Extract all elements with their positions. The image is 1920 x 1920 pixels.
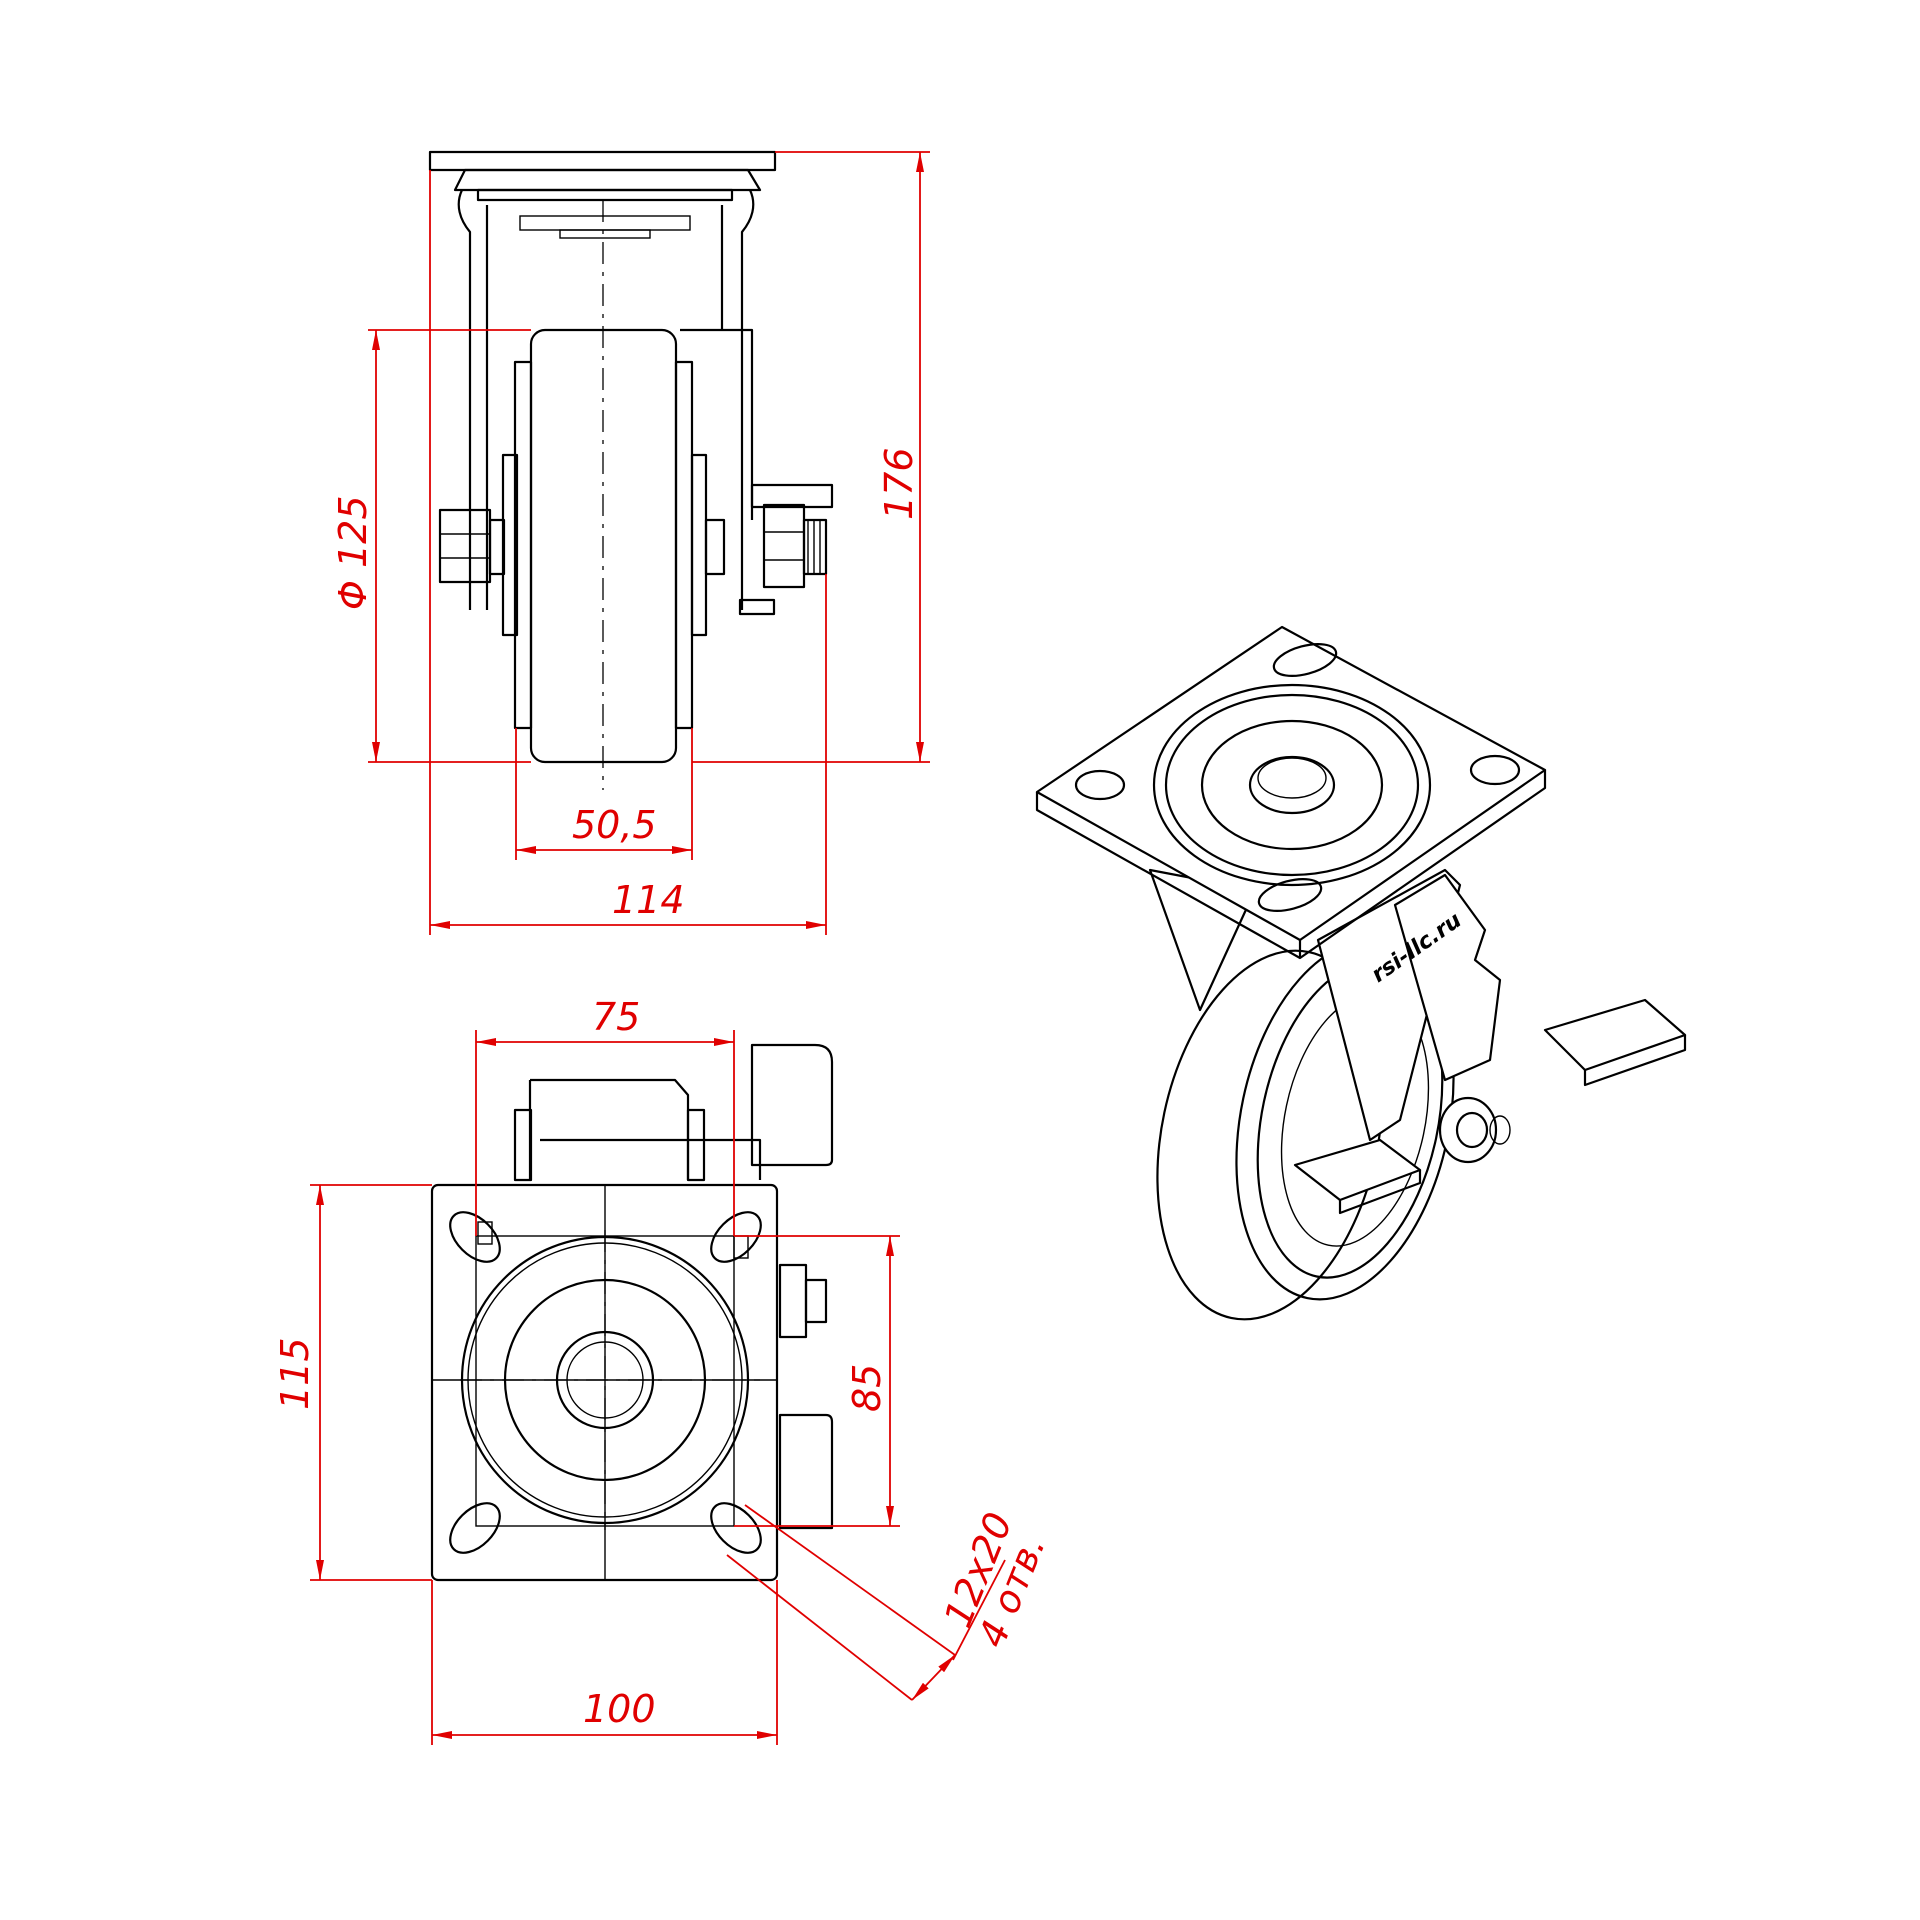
front-axle-nut-right [762,503,806,589]
front-fork-left [457,189,472,610]
front-top-plate [428,150,777,172]
isometric-view: rsi-llc.ru [1035,625,1687,1321]
plan-view [430,1043,834,1582]
front-wheel-rim-left [513,360,533,730]
front-fork-right [740,189,755,610]
iso-brake-pedal [1543,998,1687,1072]
dim-overall-width-label: 114 [612,878,685,922]
dim-hole-pitch-x-label: 75 [592,995,640,1039]
dim-plate-height-label: 115 [273,1337,317,1410]
plan-mounting-slots [449,1211,762,1554]
front-wheel-rim-right [674,360,694,730]
front-view [428,150,834,790]
dim-slot-size-line [911,1654,956,1701]
dim-wheel-width-label: 50,5 [572,803,657,847]
iso-bearing-outer [1152,683,1432,887]
dim-diameter-label: Φ 125 [331,495,375,610]
front-brake-pedal [750,483,834,509]
dim-plate-width-label: 100 [583,1687,656,1731]
dim-height-label: 176 [877,447,921,520]
iso-top-plate [1035,625,1547,942]
iso-brake-housing [1393,873,1502,1082]
iso-axle-nut [1438,1096,1498,1164]
iso-kingpin [1248,755,1336,815]
plan-wheel-edge [528,1078,690,1180]
front-axle-nut-left [438,508,492,584]
plan-brake-pedal [750,1043,834,1167]
front-bearing-ring [453,168,762,192]
dim-hole-pitch-y-label: 85 [845,1364,889,1412]
plan-axle-nut [778,1263,808,1339]
